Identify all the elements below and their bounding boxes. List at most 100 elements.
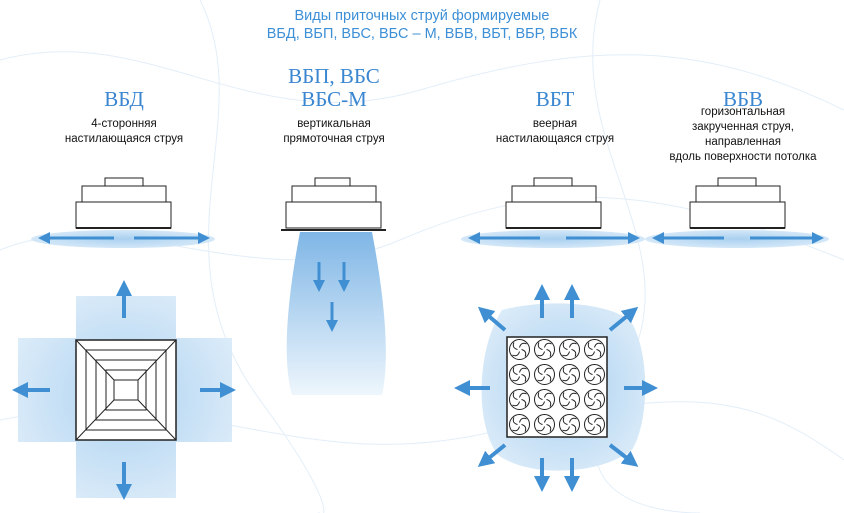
desc-vbd-line-1: 4-сторонняя (91, 118, 157, 130)
desc-vbv-line-2: закрученная струя, (692, 121, 794, 133)
swirl-blade (546, 374, 552, 382)
desc-vbd: 4-сторонняя настилающаяся струя (34, 117, 214, 147)
swirl-blade (571, 349, 577, 357)
swirl-blade (544, 392, 552, 398)
swirl-blade (562, 342, 568, 350)
desc-vbv-line-1: горизонтальная (700, 106, 786, 118)
swirl-cell (584, 414, 605, 435)
swirl-blade (571, 424, 577, 432)
swirl-blade (519, 342, 527, 348)
swirl-blade (594, 367, 602, 373)
swirl-blade (537, 426, 545, 432)
swirl-blade (562, 367, 568, 375)
swirl-cell (584, 339, 605, 360)
swirl-blade (521, 424, 527, 432)
swirl-cell (559, 389, 580, 410)
code-vbv: ВБВ (722, 87, 764, 111)
header-line-2: ВБД, ВБП, ВБС, ВБС – М, ВБВ, ВБТ, ВБР, В… (266, 26, 578, 42)
swirl-blade (537, 392, 543, 400)
swirl-blade (569, 342, 577, 348)
desc-vbp: вертикальная прямоточная струя (244, 117, 424, 147)
swirl-blade (512, 401, 520, 407)
swirl-blade (571, 374, 577, 382)
swirl-blade (519, 417, 527, 423)
desc-vbp-line-1: вертикальная (297, 118, 371, 130)
swirl-cell (534, 339, 555, 360)
code-vbt: ВБТ (535, 87, 575, 111)
swirl-cell (584, 389, 605, 410)
swirl-blade (569, 417, 577, 423)
desc-vbp-line-2: прямоточная струя (283, 133, 385, 145)
swirl-cell (559, 414, 580, 435)
swirl-blade (519, 392, 527, 398)
swirl-blade (546, 399, 552, 407)
swirl-blade (596, 424, 602, 432)
swirl-cell (509, 364, 530, 385)
swirl-blade (544, 342, 552, 348)
code-vbd: ВБД (104, 87, 144, 111)
swirl-blade (562, 401, 570, 407)
plan-view-vbd (12, 280, 236, 500)
swirl-blade (596, 349, 602, 357)
swirl-blade (512, 342, 518, 350)
swirl-blade (537, 342, 543, 350)
swirl-blade (544, 417, 552, 423)
plan-view-vbt (454, 284, 658, 492)
swirl-blade (596, 399, 602, 407)
swirl-cell (509, 414, 530, 435)
swirl-cell (559, 339, 580, 360)
swirl-blade (546, 424, 552, 432)
swirl-blade (546, 349, 552, 357)
swirl-blade (594, 342, 602, 348)
swirl-blade (519, 367, 527, 373)
diffuser-side-vbp (281, 177, 386, 395)
swirl-cell (534, 389, 555, 410)
desc-vbt-line-1: веерная (532, 118, 578, 130)
swirl-blade (587, 342, 593, 350)
swirl-blade (594, 417, 602, 423)
swirl-blade (512, 392, 518, 400)
swirl-blade (512, 351, 520, 357)
swirl-blade (512, 367, 518, 375)
desc-vbv: горизонтальная закрученная струя, направ… (648, 105, 838, 165)
swirl-blade (596, 374, 602, 382)
swirl-blade (512, 417, 518, 425)
swirl-blade (562, 426, 570, 432)
swirl-blade (537, 351, 545, 357)
swirl-blade (562, 417, 568, 425)
swirl-cell (534, 414, 555, 435)
desc-vbd-line-2: настилающаяся струя (64, 133, 184, 145)
swirl-blade (512, 376, 520, 382)
swirl-blade (544, 367, 552, 373)
swirl-blade (569, 392, 577, 398)
swirl-blade (569, 367, 577, 373)
swirl-cell (559, 364, 580, 385)
swirl-blade (537, 367, 543, 375)
swirl-blade (537, 417, 543, 425)
swirl-blade (537, 376, 545, 382)
desc-vbt-line-2: настилающаяся струя (495, 133, 615, 145)
diffuser-side-vbd (31, 177, 215, 248)
swirl-blade (562, 351, 570, 357)
header-line-1: Виды приточных струй формируемые (294, 8, 550, 24)
swirl-cell (534, 364, 555, 385)
swirl-blade (594, 392, 602, 398)
swirl-blade (521, 349, 527, 357)
swirl-blade (587, 401, 595, 407)
swirl-blade (521, 399, 527, 407)
diffuser-side-vbv (645, 177, 829, 248)
swirl-blade (587, 426, 595, 432)
swirl-blade (587, 376, 595, 382)
swirl-blade (537, 401, 545, 407)
swirl-blade (587, 392, 593, 400)
swirl-blade (562, 376, 570, 382)
swirl-blade (587, 351, 595, 357)
desc-vbv-line-4: вдоль поверхности потолка (669, 151, 817, 163)
code-vbp-vbs: ВБП, ВБС (288, 64, 380, 88)
swirl-cell (509, 389, 530, 410)
swirl-blade (571, 399, 577, 407)
desc-vbv-line-3: направленная (704, 136, 782, 148)
swirl-blade (587, 367, 593, 375)
swirl-blade (512, 426, 520, 432)
